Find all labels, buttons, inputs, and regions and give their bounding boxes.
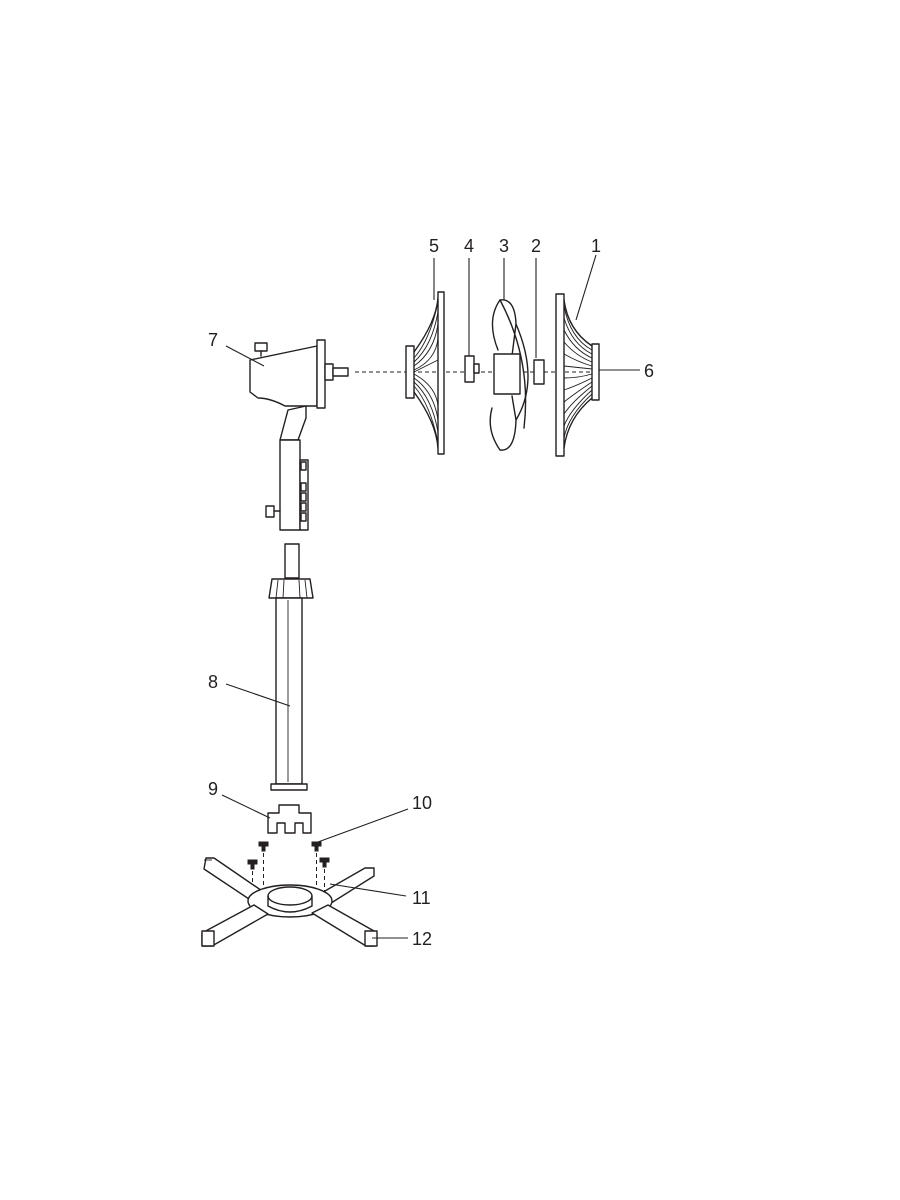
- fan-blade: [489, 299, 529, 451]
- callout-10: 10: [412, 793, 432, 813]
- leader-7: [225, 345, 265, 367]
- callout-9: 9: [208, 779, 218, 799]
- motor-flange: [316, 339, 326, 409]
- motor-head: [249, 339, 349, 441]
- spinner-cap: [533, 359, 545, 385]
- motor-shaft: [332, 367, 349, 377]
- locking-nut: [464, 355, 480, 383]
- cross-base: [201, 857, 378, 947]
- control-button: [300, 482, 307, 492]
- control-button: [300, 492, 307, 502]
- upper-pole: [279, 439, 301, 531]
- control-button: [300, 502, 307, 512]
- front-guard: [555, 293, 600, 457]
- screw: [258, 841, 269, 893]
- blade-hub: [493, 353, 521, 395]
- callout-8: 8: [208, 672, 218, 692]
- callout-3: 3: [499, 236, 509, 256]
- height-lock-knob: [265, 505, 275, 518]
- front-guard-rim: [555, 293, 565, 457]
- motor-body: [249, 345, 318, 407]
- control-button: [300, 461, 307, 471]
- motor-top-knob: [254, 342, 268, 352]
- leader-11: [329, 883, 407, 897]
- control-housing: [265, 439, 309, 531]
- callout-11: 11: [412, 888, 431, 908]
- outer-tube: [275, 597, 303, 785]
- control-button: [300, 512, 307, 522]
- telescopic-pole: [268, 543, 314, 791]
- leader-8: [225, 683, 291, 707]
- callout-4: 4: [464, 236, 474, 256]
- callout-12: 12: [412, 929, 432, 949]
- callout-1: 1: [591, 236, 601, 256]
- inner-tube: [284, 543, 300, 579]
- leader-1: [575, 254, 597, 321]
- rear-guard-hub: [405, 345, 415, 399]
- rear-guard: [405, 291, 445, 455]
- leader-10: [317, 808, 409, 843]
- base-center-boss: [267, 886, 313, 906]
- motor-neck: [279, 405, 307, 441]
- front-guard-badge: [591, 343, 600, 401]
- motor-hub: [324, 363, 334, 381]
- leader-9: [221, 794, 271, 819]
- foot-cap: [201, 930, 215, 947]
- callout-6: 6: [644, 361, 654, 381]
- callout-5: 5: [429, 236, 439, 256]
- rear-guard-rim: [437, 291, 445, 455]
- pole-foot-ring: [270, 783, 308, 791]
- pole-collar: [268, 578, 314, 599]
- leader-lines: [221, 254, 640, 939]
- callout-7: 7: [208, 330, 218, 350]
- base-connector: [267, 804, 312, 834]
- callout-2: 2: [531, 236, 541, 256]
- callout-labels: 1 2 3 4 5 6 7 8 9 10 11 12: [208, 236, 654, 949]
